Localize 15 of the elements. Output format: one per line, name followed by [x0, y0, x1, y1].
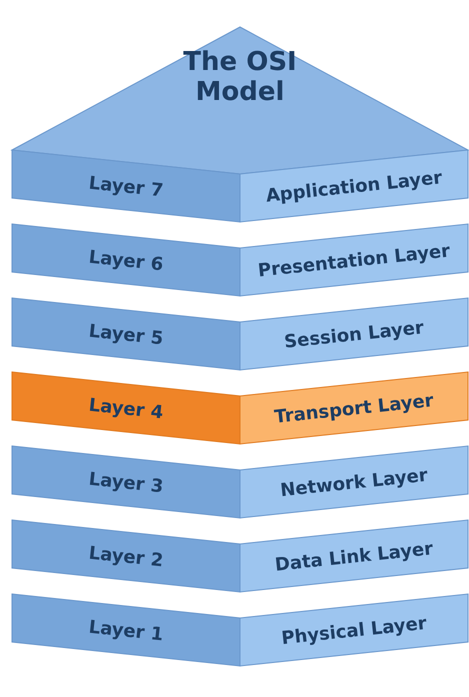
layer-name: Presentation Layer [257, 240, 451, 282]
layer-name: Network Layer [279, 464, 429, 502]
layer-number: Layer 6 [88, 246, 164, 276]
title-text: The OSI Model [182, 47, 298, 107]
layer-number: Layer 7 [88, 172, 164, 202]
layer-number: Layer 1 [88, 616, 164, 646]
layer-number: Layer 4 [88, 394, 164, 424]
layer-name: Transport Layer [273, 390, 435, 428]
layer-number: Layer 5 [88, 320, 164, 350]
layer-name: Session Layer [283, 317, 425, 353]
layer-name: Physical Layer [280, 612, 428, 650]
layer-number: Layer 2 [88, 542, 164, 572]
layer-name: Application Layer [264, 167, 444, 207]
layer-name: Data Link Layer [274, 538, 434, 576]
layer-number: Layer 3 [88, 468, 164, 498]
